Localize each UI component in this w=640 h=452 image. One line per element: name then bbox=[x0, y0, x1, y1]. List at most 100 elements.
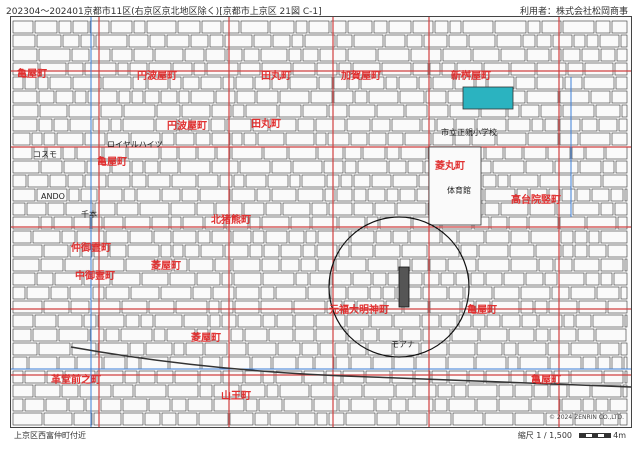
map-parcel bbox=[12, 146, 33, 160]
map-parcel bbox=[300, 258, 317, 272]
map-parcel bbox=[533, 384, 549, 398]
map-parcel bbox=[76, 356, 103, 370]
map-parcel bbox=[249, 216, 261, 230]
map-parcel bbox=[564, 76, 583, 90]
map-parcel bbox=[572, 202, 600, 216]
map-parcel bbox=[220, 300, 234, 314]
town-label: 円波屋町 bbox=[137, 69, 177, 82]
map-parcel bbox=[226, 118, 252, 132]
map-parcel bbox=[295, 272, 309, 286]
map-parcel bbox=[159, 160, 179, 174]
map-parcel bbox=[624, 370, 628, 384]
map-parcel bbox=[154, 48, 184, 62]
map-parcel bbox=[367, 258, 399, 272]
map-parcel bbox=[166, 34, 190, 48]
map-parcel bbox=[70, 300, 90, 314]
scale-unit: 4m bbox=[613, 431, 626, 440]
map-parcel bbox=[412, 62, 429, 76]
map-parcel bbox=[360, 76, 385, 90]
map-parcel bbox=[265, 202, 282, 216]
town-label: 亀屋町 bbox=[97, 155, 127, 168]
map-parcel bbox=[196, 272, 221, 286]
map-parcel bbox=[235, 76, 254, 90]
map-parcel bbox=[375, 230, 392, 244]
map-parcel bbox=[484, 412, 514, 426]
map-parcel bbox=[177, 20, 201, 34]
map-parcel bbox=[530, 230, 560, 244]
map-parcel bbox=[62, 146, 76, 160]
map-parcel bbox=[372, 272, 387, 286]
map-parcel bbox=[597, 356, 611, 370]
map-parcel bbox=[275, 370, 303, 384]
map-parcel bbox=[387, 132, 404, 146]
map-parcel bbox=[67, 62, 84, 76]
map-parcel bbox=[288, 230, 305, 244]
map-parcel bbox=[120, 328, 153, 342]
map-parcel bbox=[156, 104, 181, 118]
map-parcel bbox=[96, 370, 124, 384]
map-parcel bbox=[592, 314, 624, 328]
map-parcel bbox=[231, 188, 256, 202]
map-parcel bbox=[507, 118, 531, 132]
map-parcel bbox=[346, 314, 370, 328]
map-parcel bbox=[319, 342, 334, 356]
map-parcel bbox=[350, 244, 374, 258]
map-parcel bbox=[12, 76, 24, 90]
map-parcel bbox=[429, 300, 461, 314]
map-canvas[interactable]: 亀屋町 円波屋町 田丸町 加賀屋町 新桝屋町 円波屋町 亀屋町 田丸町 菱丸町 … bbox=[11, 17, 631, 427]
map-parcel bbox=[393, 314, 421, 328]
map-parcel bbox=[605, 146, 628, 160]
map-parcel bbox=[535, 244, 562, 258]
map-parcel bbox=[393, 356, 415, 370]
map-parcel bbox=[214, 258, 232, 272]
map-parcel bbox=[228, 342, 247, 356]
town-label: 高台院竪町 bbox=[511, 193, 561, 206]
map-parcel bbox=[148, 62, 172, 76]
map-parcel bbox=[311, 216, 338, 230]
map-parcel bbox=[536, 76, 564, 90]
building-label: 千本 bbox=[81, 209, 97, 219]
map-parcel bbox=[94, 202, 116, 216]
map-parcel bbox=[56, 132, 84, 146]
map-parcel bbox=[353, 188, 367, 202]
map-parcel bbox=[544, 272, 558, 286]
map-parcel bbox=[181, 188, 199, 202]
town-label: 革堂前之町 bbox=[51, 373, 101, 386]
map-parcel bbox=[122, 118, 155, 132]
map-frame: 亀屋町 円波屋町 田丸町 加賀屋町 新桝屋町 円波屋町 亀屋町 田丸町 菱丸町 … bbox=[10, 16, 632, 428]
map-parcel bbox=[503, 342, 517, 356]
map-parcel bbox=[68, 398, 85, 412]
map-parcel bbox=[226, 48, 243, 62]
map-parcel bbox=[24, 76, 37, 90]
building-labels: 市立正親小学校 体育館 コスモ ロイヤルハイツ モアナ 千本 ANDO bbox=[33, 127, 497, 349]
map-parcel bbox=[581, 118, 598, 132]
map-parcel bbox=[395, 384, 414, 398]
town-label: 菱屋町 bbox=[191, 331, 221, 344]
map-parcel bbox=[297, 356, 314, 370]
map-parcel bbox=[611, 132, 628, 146]
map-parcel bbox=[196, 202, 215, 216]
building-label: モアナ bbox=[391, 340, 415, 349]
map-parcel bbox=[124, 216, 151, 230]
map-parcel bbox=[156, 370, 174, 384]
map-parcel bbox=[399, 90, 425, 104]
map-parcel bbox=[92, 118, 110, 132]
map-parcel bbox=[404, 132, 432, 146]
map-parcel bbox=[619, 412, 628, 426]
map-parcel bbox=[363, 384, 395, 398]
map-parcel bbox=[178, 118, 190, 132]
map-parcel bbox=[519, 356, 549, 370]
town-label: 円波屋町 bbox=[167, 119, 207, 132]
map-parcel bbox=[409, 230, 441, 244]
map-parcel bbox=[289, 76, 318, 90]
map-parcel bbox=[423, 34, 448, 48]
map-parcel bbox=[68, 188, 80, 202]
map-parcel bbox=[197, 174, 219, 188]
map-parcel bbox=[595, 20, 611, 34]
map-parcel bbox=[43, 244, 69, 258]
map-parcel bbox=[411, 258, 429, 272]
target-circle bbox=[328, 216, 470, 358]
map-parcel bbox=[344, 160, 357, 174]
map-parcel bbox=[420, 342, 448, 356]
map-parcel bbox=[131, 174, 147, 188]
